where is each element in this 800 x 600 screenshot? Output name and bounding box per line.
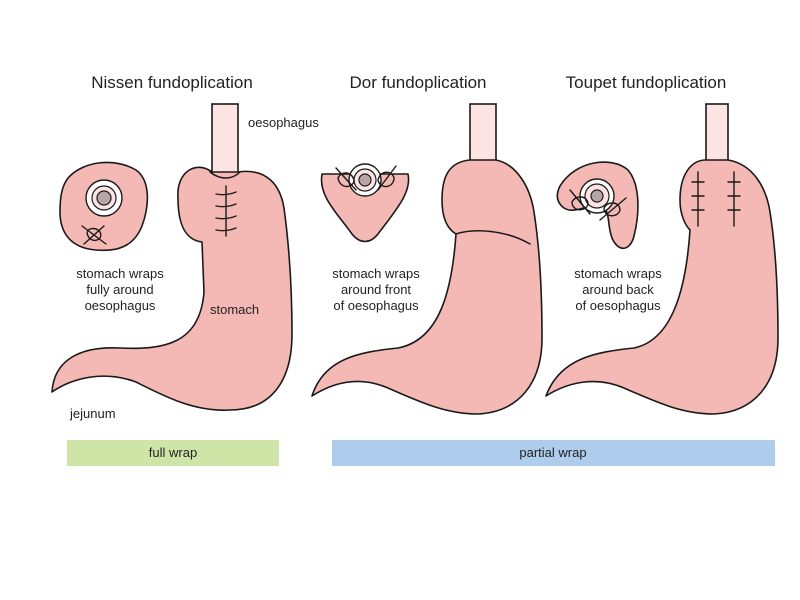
- nissen-description-1: stomach wraps: [76, 266, 164, 281]
- nissen-description-2: fully around: [86, 282, 153, 297]
- nissen-stomach: [51, 166, 293, 411]
- partial-wrap-band: [332, 440, 775, 466]
- nissen-title: Nissen fundoplication: [91, 73, 253, 92]
- dor-group: stomach wraps around front of oesophagus: [311, 103, 543, 415]
- toupet-description-3: of oesophagus: [575, 298, 661, 313]
- dor-oesophagus: [469, 103, 497, 169]
- jejunum-label: jejunum: [69, 406, 116, 421]
- full-wrap-label: full wrap: [149, 445, 197, 460]
- toupet-cross-section: [556, 161, 639, 250]
- toupet-description-1: stomach wraps: [574, 266, 662, 281]
- dor-description-2: around front: [341, 282, 411, 297]
- toupet-group: stomach wraps around back of oesophagus: [545, 103, 779, 415]
- nissen-cross-section: [59, 161, 149, 252]
- dor-title: Dor fundoplication: [349, 73, 486, 92]
- dor-stomach: [311, 159, 543, 415]
- toupet-title: Toupet fundoplication: [566, 73, 727, 92]
- dor-cross-section: [320, 163, 410, 243]
- toupet-description-2: around back: [582, 282, 654, 297]
- partial-wrap-label: partial wrap: [519, 445, 586, 460]
- full-wrap-band: [67, 440, 279, 466]
- dor-description-3: of oesophagus: [333, 298, 419, 313]
- stomach-label: stomach: [210, 302, 259, 317]
- oesophagus-label: oesophagus: [248, 115, 319, 130]
- nissen-description-3: oesophagus: [85, 298, 156, 313]
- dor-description-1: stomach wraps: [332, 266, 420, 281]
- toupet-stomach: [545, 159, 779, 415]
- nissen-group: oesophagus stomach jejunum stomach wraps…: [51, 103, 319, 421]
